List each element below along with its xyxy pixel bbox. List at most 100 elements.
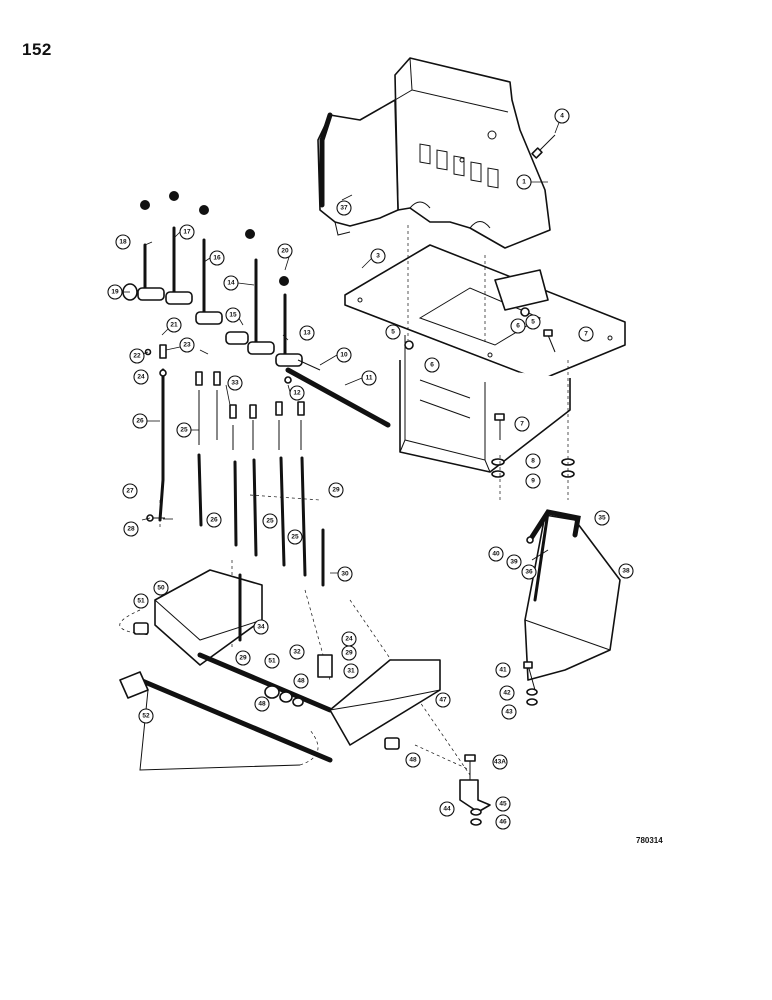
- callout-41: 41: [495, 662, 511, 678]
- callout-20: 20: [277, 243, 293, 259]
- callout-34: 34: [253, 619, 269, 635]
- callout-label: 36: [525, 569, 533, 576]
- callout-47: 47: [435, 692, 451, 708]
- callout-label: 41: [499, 667, 507, 674]
- callout-6b: 6: [510, 318, 526, 334]
- callout-25c: 25: [287, 529, 303, 545]
- callout-label: 44: [443, 806, 451, 813]
- callout-label: 22: [133, 353, 141, 360]
- callout-label: 39: [510, 559, 518, 566]
- callout-label: 7: [584, 331, 588, 338]
- callout-label: 17: [183, 229, 191, 236]
- callout-44: 44: [439, 801, 455, 817]
- callout-46: 46: [495, 814, 511, 830]
- callout-6a: 6: [424, 357, 440, 373]
- callout-48c: 48: [405, 752, 421, 768]
- callout-label: 27: [126, 488, 134, 495]
- console-side-panel: [317, 99, 399, 236]
- callout-50: 50: [153, 580, 169, 596]
- callout-label: 5: [391, 329, 395, 336]
- callout-label: 48: [258, 701, 266, 708]
- callout-label: 24: [137, 374, 145, 381]
- callout-label: 29: [345, 650, 353, 657]
- callout-label: 13: [303, 330, 311, 337]
- callout-label: 19: [111, 289, 119, 296]
- callout-label: 48: [297, 678, 305, 685]
- callout-label: 34: [257, 624, 265, 631]
- callout-label: 35: [598, 515, 606, 522]
- control-levers: [122, 191, 303, 367]
- callout-label: 14: [227, 280, 235, 287]
- callout-26b: 26: [206, 512, 222, 528]
- callout-label: 3: [376, 253, 380, 260]
- callout-label: 20: [281, 248, 289, 255]
- callout-40: 40: [488, 546, 504, 562]
- callout-label: 18: [119, 239, 127, 246]
- right-pedal: [317, 654, 441, 750]
- callout-label: 11: [366, 375, 373, 382]
- callout-label: 8: [531, 458, 535, 465]
- callout-26a: 26: [132, 413, 148, 429]
- callout-14: 14: [223, 275, 239, 291]
- callout-label: 43: [505, 709, 513, 716]
- callout-19: 19: [107, 284, 123, 300]
- base-bolts: [404, 307, 556, 440]
- callout-label: 6: [516, 323, 520, 330]
- callout-label: 50: [157, 585, 165, 592]
- callout-label: 1: [522, 179, 526, 186]
- callout-label: 52: [142, 713, 150, 720]
- callout-45: 45: [495, 796, 511, 812]
- callout-23: 23: [179, 337, 195, 353]
- callout-29c: 29: [341, 645, 357, 661]
- callout-label: 29: [239, 655, 247, 662]
- callout-35: 35: [594, 510, 610, 526]
- left-pedal: [133, 569, 263, 666]
- callout-label: 47: [439, 697, 447, 704]
- callout-18: 18: [115, 234, 131, 250]
- callout-43: 43: [501, 704, 517, 720]
- callout-5a: 5: [385, 324, 401, 340]
- callout-31: 31: [343, 663, 359, 679]
- callout-label: 26: [136, 418, 144, 425]
- callout-5b: 5: [525, 314, 541, 330]
- callout-11: 11: [361, 370, 377, 386]
- callout-42: 42: [499, 685, 515, 701]
- callout-13: 13: [299, 325, 315, 341]
- callout-3: 3: [370, 248, 386, 264]
- callout-label: 16: [213, 255, 221, 262]
- callout-label: 37: [340, 205, 348, 212]
- callout-label: 9: [531, 478, 535, 485]
- callout-39: 39: [506, 554, 522, 570]
- callout-27: 27: [122, 483, 138, 499]
- callout-1: 1: [516, 174, 532, 190]
- callout-label: 42: [503, 690, 511, 697]
- callout-37: 37: [336, 200, 352, 216]
- callout-label: 26: [210, 517, 218, 524]
- callout-label: 29: [332, 487, 340, 494]
- callout-label: 38: [622, 568, 630, 575]
- callout-25b: 25: [262, 513, 278, 529]
- callout-51b: 51: [264, 653, 280, 669]
- callout-label: 43A: [494, 759, 506, 766]
- callout-label: 33: [231, 380, 239, 387]
- callout-label: 24: [345, 636, 353, 643]
- callout-label: 45: [499, 801, 507, 808]
- callout-4: 4: [554, 108, 570, 124]
- callout-label: 51: [268, 658, 276, 665]
- callout-15: 15: [225, 307, 241, 323]
- callout-48a: 48: [254, 696, 270, 712]
- callout-7b: 7: [514, 416, 530, 432]
- callout-21: 21: [166, 317, 182, 333]
- callout-38: 38: [618, 563, 634, 579]
- callout-12: 12: [289, 385, 305, 401]
- callout-51a: 51: [133, 593, 149, 609]
- callout-8: 8: [525, 453, 541, 469]
- callout-label: 48: [409, 757, 417, 764]
- console-base: [344, 244, 626, 473]
- pedal-bracket: [459, 754, 491, 826]
- figure-code: 780314: [636, 836, 663, 845]
- callout-32: 32: [289, 644, 305, 660]
- callout-28: 28: [123, 521, 139, 537]
- callout-label: 31: [347, 668, 355, 675]
